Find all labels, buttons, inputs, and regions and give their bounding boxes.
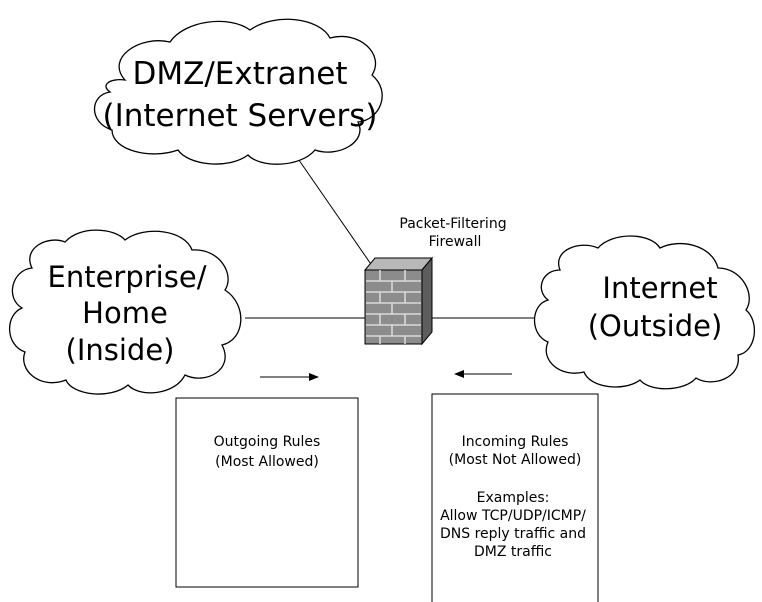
incoming-example-line3: DMZ traffic xyxy=(474,544,552,560)
dmz-subtitle: (Internet Servers) xyxy=(103,98,378,134)
dmz-cloud: DMZ/Extranet (Internet Servers) xyxy=(94,18,383,165)
firewall-label-line1: Packet-Filtering xyxy=(399,216,506,232)
internet-line2: (Outside) xyxy=(588,309,723,343)
enterprise-cloud: Enterprise/ Home (Inside) xyxy=(9,229,242,395)
dmz-to-firewall-link xyxy=(291,149,376,271)
enterprise-line1: Enterprise/ xyxy=(48,260,207,294)
firewall-label-line2: Firewall xyxy=(429,234,482,250)
incoming-example-line1: Allow TCP/UDP/ICMP/ xyxy=(440,508,586,524)
incoming-rules-box: Incoming Rules (Most Not Allowed) Exampl… xyxy=(431,393,599,602)
enterprise-line3: (Inside) xyxy=(66,333,175,367)
outgoing-rules-subtitle: (Most Allowed) xyxy=(215,454,319,470)
outgoing-rules-title: Outgoing Rules xyxy=(214,434,321,450)
dmz-title: DMZ/Extranet xyxy=(132,56,347,92)
incoming-rules-subtitle: (Most Not Allowed) xyxy=(449,452,582,468)
internet-cloud: Internet (Outside) xyxy=(534,235,756,390)
brick-firewall-icon xyxy=(363,256,434,346)
enterprise-line2: Home xyxy=(82,296,168,330)
internet-line1: Internet xyxy=(602,271,717,305)
incoming-example-line2: DNS reply traffic and xyxy=(440,526,586,542)
incoming-rules-title: Incoming Rules xyxy=(462,434,569,450)
outgoing-rules-box: Outgoing Rules (Most Allowed) xyxy=(175,397,359,588)
incoming-examples-heading: Examples: xyxy=(477,490,550,506)
